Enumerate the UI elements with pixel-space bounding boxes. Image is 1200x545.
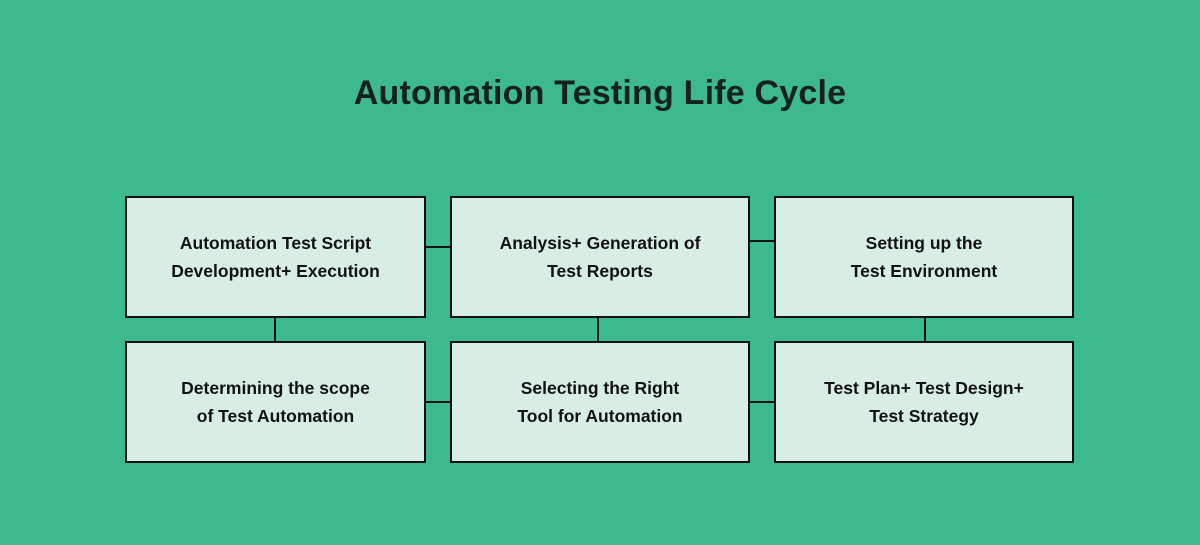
- connector-box3-to-box6: [924, 318, 926, 341]
- node-label: Setting up the Test Environment: [850, 232, 998, 281]
- connector-box2-to-box3: [750, 240, 774, 242]
- node-test-plan-test-design-test-strategy[interactable]: Test Plan+ Test Design+ Test Strategy: [774, 341, 1074, 463]
- connector-box1-to-box4: [274, 318, 276, 341]
- node-label: Analysis+ Generation of Test Reports: [499, 232, 701, 281]
- node-determining-the-scope-of-test-automation[interactable]: Determining the scope of Test Automation: [125, 341, 426, 463]
- node-analysis-generation-of-test-reports[interactable]: Analysis+ Generation of Test Reports: [450, 196, 750, 318]
- connector-box2-to-box5: [597, 318, 599, 341]
- connector-box5-to-box6: [750, 401, 774, 403]
- page-title: Automation Testing Life Cycle: [353, 74, 847, 112]
- node-selecting-the-right-tool-for-automation[interactable]: Selecting the Right Tool for Automation: [450, 341, 750, 463]
- connector-box4-to-box5: [426, 401, 450, 403]
- node-label: Automation Test Script Development+ Exec…: [171, 232, 380, 281]
- connector-box1-to-box2: [426, 246, 450, 248]
- node-label: Selecting the Right Tool for Automation: [517, 377, 683, 426]
- node-setting-up-the-test-environment[interactable]: Setting up the Test Environment: [774, 196, 1074, 318]
- node-label: Determining the scope of Test Automation: [181, 377, 370, 426]
- node-automation-test-script-development-execution[interactable]: Automation Test Script Development+ Exec…: [125, 196, 426, 318]
- node-label: Test Plan+ Test Design+ Test Strategy: [824, 377, 1024, 426]
